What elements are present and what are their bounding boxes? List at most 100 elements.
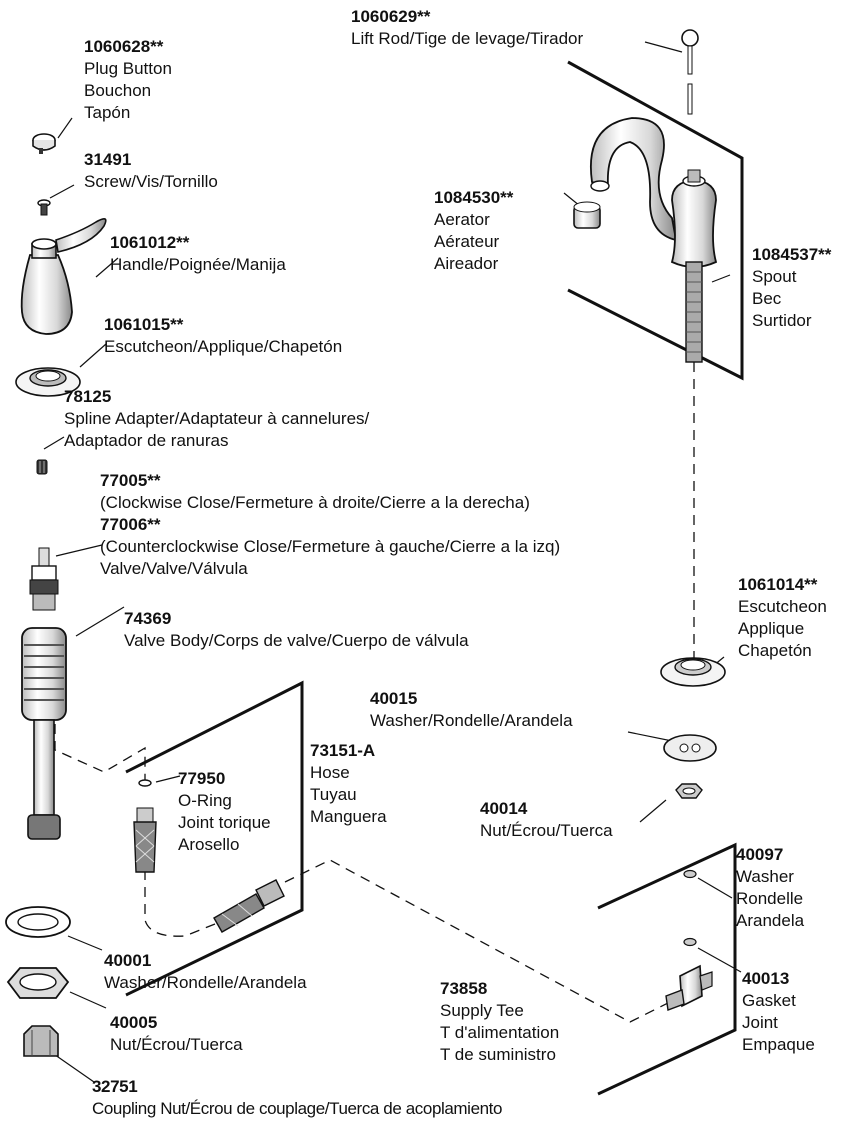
part-number: 74369 [124,609,172,628]
part-name: Escutcheon/Applique/Chapetón [104,337,343,356]
part-number: 1084530** [434,188,514,207]
part-name: Washer [736,867,794,886]
part-name: Aerator [434,210,490,229]
hose-mounting-plane [125,680,304,997]
label-screw: 31491 Screw/Vis/Tornillo [84,149,218,193]
supply-mounting-plane [597,842,737,1096]
plug-button-icon [32,133,56,154]
valve-cartridge-icon [29,547,59,611]
part-name: Spline Adapter/Adaptateur à cannelures/ [64,409,370,428]
label-lift-rod: 1060629** Lift Rod/Tige de levage/Tirado… [351,6,583,50]
part-name: O-Ring [178,791,232,810]
washer-icon [5,906,71,938]
part-number: 32751 [92,1077,138,1096]
escutcheon-icon [660,657,726,687]
part-name: Spout [752,267,797,286]
part-number: 77006** [100,515,161,534]
part-name: (Counterclockwise Close/Fermeture à gauc… [100,537,561,556]
part-name: Nut/Écrou/Tuerca [480,821,613,840]
part-name: Screw/Vis/Tornillo [84,172,218,191]
part-name: Nut/Écrou/Tuerca [110,1035,243,1054]
escutcheon-icon [15,367,81,397]
gasket-icon [683,937,697,947]
assembly-dashed-lines [54,362,695,1023]
part-name: Surtidor [752,311,812,330]
part-name: Valve/Valve/Válvula [100,559,248,578]
part-name: Arandela [736,911,805,930]
coupling-nut-icon [23,1025,59,1057]
part-name: Empaque [742,1035,815,1054]
screw-icon [37,199,51,216]
part-name: Joint [742,1013,778,1032]
part-name: Handle/Poignée/Manija [110,255,286,274]
part-name: T d'alimentation [440,1023,560,1042]
part-name: Washer/Rondelle/Arandela [104,973,307,992]
part-name: Bouchon [84,81,152,100]
label-plug-button: 1060628** Plug Button Bouchon Tapón [84,36,172,124]
part-number: 73151-A [310,741,376,760]
label-coupling-nut: 32751 Coupling Nut/Écrou de couplage/Tue… [92,1076,502,1120]
spline-adapter-icon [36,459,48,475]
part-name: Applique [738,619,805,638]
part-number: 40005 [110,1013,158,1032]
label-spline-adapter: 78125 Spline Adapter/Adaptateur à cannel… [64,386,369,452]
lift-rod-icon [681,29,699,115]
part-name: Arosello [178,835,240,854]
part-number: 73858 [440,979,488,998]
part-number: 77950 [178,769,226,788]
spout-icon [590,117,718,363]
part-name: Escutcheon [738,597,827,616]
part-number: 1084537** [752,245,832,264]
label-supply-tee: 73858 Supply Tee T d'alimentation T de s… [440,978,559,1066]
part-number: 78125 [64,387,112,406]
label-nut-40014: 40014 Nut/Écrou/Tuerca [480,798,613,842]
valve-body-icon [21,627,67,840]
part-number: 40001 [104,951,152,970]
part-name: Aireador [434,254,499,273]
part-name: Plug Button [84,59,172,78]
nut-icon [675,783,703,799]
part-name: Tapón [84,103,131,122]
label-aerator: 1084530** Aerator Aérateur Aireador [434,187,513,275]
label-washer-40001: 40001 Washer/Rondelle/Arandela [104,950,307,994]
part-name: Coupling Nut/Écrou de couplage/Tuerca de… [92,1099,503,1118]
part-name: Chapetón [738,641,812,660]
label-washer-40097: 40097 Washer Rondelle Arandela [736,844,804,932]
handle-icon [20,218,107,335]
part-number: 40097 [736,845,784,864]
part-number: 31491 [84,150,132,169]
part-number: 77005** [100,471,161,490]
label-valve: 77005** (Clockwise Close/Fermeture à dro… [100,470,560,580]
supply-tee-icon [665,964,713,1011]
label-gasket: 40013 Gasket Joint Empaque [742,968,815,1056]
part-number: 40013 [742,969,790,988]
washer-icon [683,869,697,879]
hose-icon [133,807,285,933]
label-spout: 1084537** Spout Bec Surtidor [752,244,831,332]
label-handle: 1061012** Handle/Poignée/Manija [110,232,286,276]
part-number: 40015 [370,689,418,708]
label-escutcheon-handle: 1061015** Escutcheon/Applique/Chapetón [104,314,342,358]
part-name: Supply Tee [440,1001,524,1020]
part-name: Hose [310,763,350,782]
part-name: Manguera [310,807,387,826]
part-name: Adaptador de ranuras [64,431,229,450]
part-number: 40014 [480,799,528,818]
part-number: 1060629** [351,7,431,26]
part-name: Bec [752,289,782,308]
part-number: 1061015** [104,315,184,334]
part-name: Lift Rod/Tige de levage/Tirador [351,29,584,48]
part-name: Gasket [742,991,796,1010]
label-washer-40015: 40015 Washer/Rondelle/Arandela [370,688,573,732]
part-number: 1061014** [738,575,818,594]
part-name: T de suministro [440,1045,556,1064]
spout-mounting-plane [567,60,744,381]
part-name: Washer/Rondelle/Arandela [370,711,573,730]
part-name: Rondelle [736,889,804,908]
part-number: 1061012** [110,233,190,252]
label-o-ring: 77950 O-Ring Joint torique Arosello [178,768,271,856]
part-name: Tuyau [310,785,357,804]
label-escutcheon-spout: 1061014** Escutcheon Applique Chapetón [738,574,827,662]
aerator-icon [573,201,601,229]
